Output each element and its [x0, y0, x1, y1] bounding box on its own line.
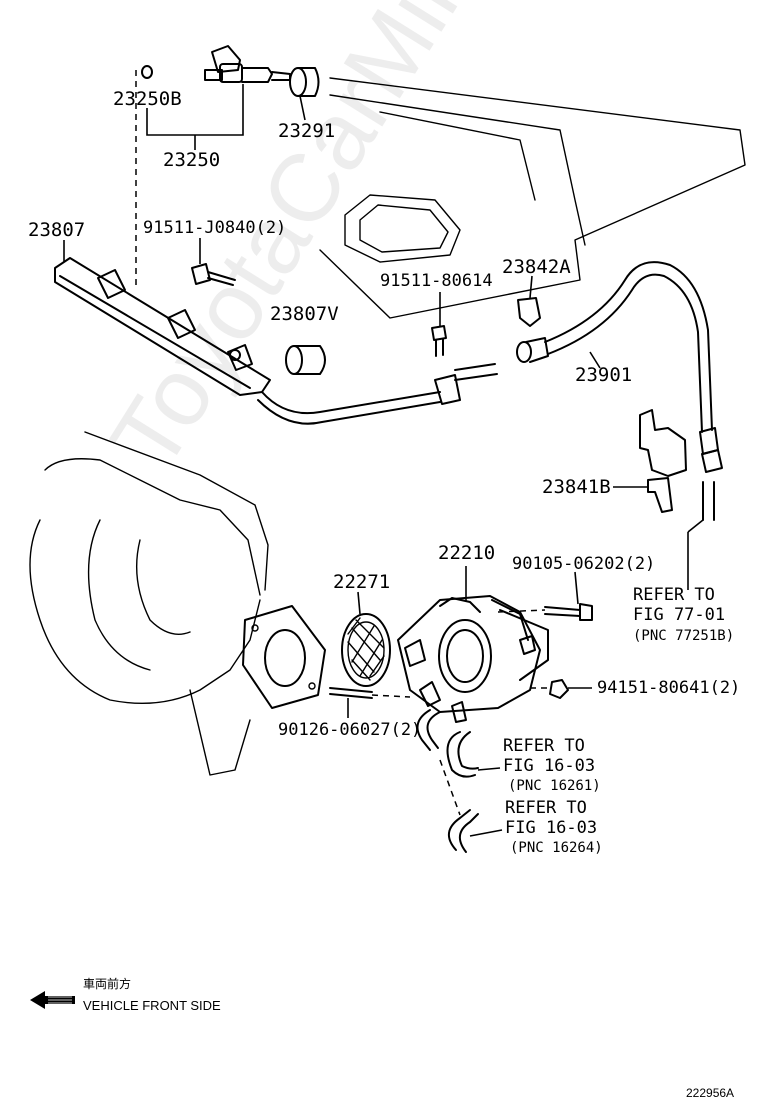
hose-clamp [517, 297, 541, 327]
refer-77-line1: REFER TO [633, 585, 715, 605]
water-hose-lower [448, 809, 479, 853]
refer-16a-line2: FIG 16-03 [503, 756, 596, 776]
throttle-body-gasket [341, 613, 391, 687]
throttle-bolt [544, 603, 593, 621]
insulator [289, 67, 320, 97]
part-label-23901: 23901 [575, 364, 633, 386]
leader-ref16b [469, 829, 503, 837]
vehicle-front-japanese: 車両前方 [83, 977, 132, 991]
refer-16b-line2: FIG 16-03 [505, 818, 598, 838]
refer-16a-line1: REFER TO [503, 736, 585, 756]
intake-flange [242, 605, 326, 709]
leader-23842a [529, 275, 533, 299]
part-label-23807v: 23807V [270, 303, 339, 325]
fuel-injector [204, 45, 291, 83]
clamp-bracket [639, 409, 687, 513]
part-label-23842a: 23842A [502, 256, 571, 278]
part-label-91511-80614: 91511-80614 [380, 271, 493, 291]
part-label-23841b: 23841B [542, 476, 611, 498]
throttle-nut [549, 679, 569, 699]
bolt-j0840 [191, 263, 236, 286]
pipe-clamp [434, 374, 461, 405]
refer-16b-pnc: (PNC 16264) [510, 840, 603, 856]
part-label-23291: 23291 [278, 120, 336, 142]
throttle-body [397, 595, 549, 723]
refer-77-pnc: (PNC 77251B) [633, 628, 735, 644]
leader-ref16a [477, 767, 501, 771]
part-label-90105-06202: 90105-06202(2) [512, 554, 656, 574]
hose-guide [439, 759, 461, 816]
leader-ref77-diag [687, 519, 704, 533]
leader-23901 [589, 351, 601, 369]
refer-16b-line1: REFER TO [505, 798, 587, 818]
fuel-delivery-pipe [54, 257, 441, 425]
stud-bolt [329, 687, 373, 699]
bolt-80614 [431, 325, 447, 357]
refer-pipe [702, 481, 715, 521]
part-label-91511-j0840: 91511-J0840(2) [143, 218, 287, 238]
o-ring [141, 65, 153, 79]
engine-cover-outline [319, 77, 746, 319]
intake-manifold [29, 431, 269, 776]
pipe-fitting [454, 363, 498, 381]
part-label-23250: 23250 [163, 149, 221, 171]
part-label-22210: 22210 [438, 542, 496, 564]
part-label-23250b: 23250B [113, 88, 182, 110]
figure-code: 222956A [686, 1086, 735, 1100]
stud-guide [371, 694, 411, 698]
bolt-guide [497, 609, 546, 613]
refer-77-line2: FIG 77-01 [633, 605, 726, 625]
vehicle-front-label: VEHICLE FRONT SIDE [83, 998, 221, 1013]
arrow-left-icon [30, 991, 75, 1009]
leader-22271 [357, 591, 361, 615]
pulsation-damper [285, 345, 326, 375]
part-label-23807: 23807 [28, 219, 86, 241]
part-label-94151-80641: 94151-80641(2) [597, 678, 741, 698]
part-label-90126-06027: 90126-06027(2) [278, 720, 422, 740]
fuel-hose [516, 261, 723, 473]
refer-16a-pnc: (PNC 16261) [508, 778, 601, 794]
water-hose-upper [416, 709, 479, 778]
part-label-22271: 22271 [333, 571, 391, 593]
leader-23291 [299, 95, 306, 121]
leader-90105 [574, 571, 579, 605]
